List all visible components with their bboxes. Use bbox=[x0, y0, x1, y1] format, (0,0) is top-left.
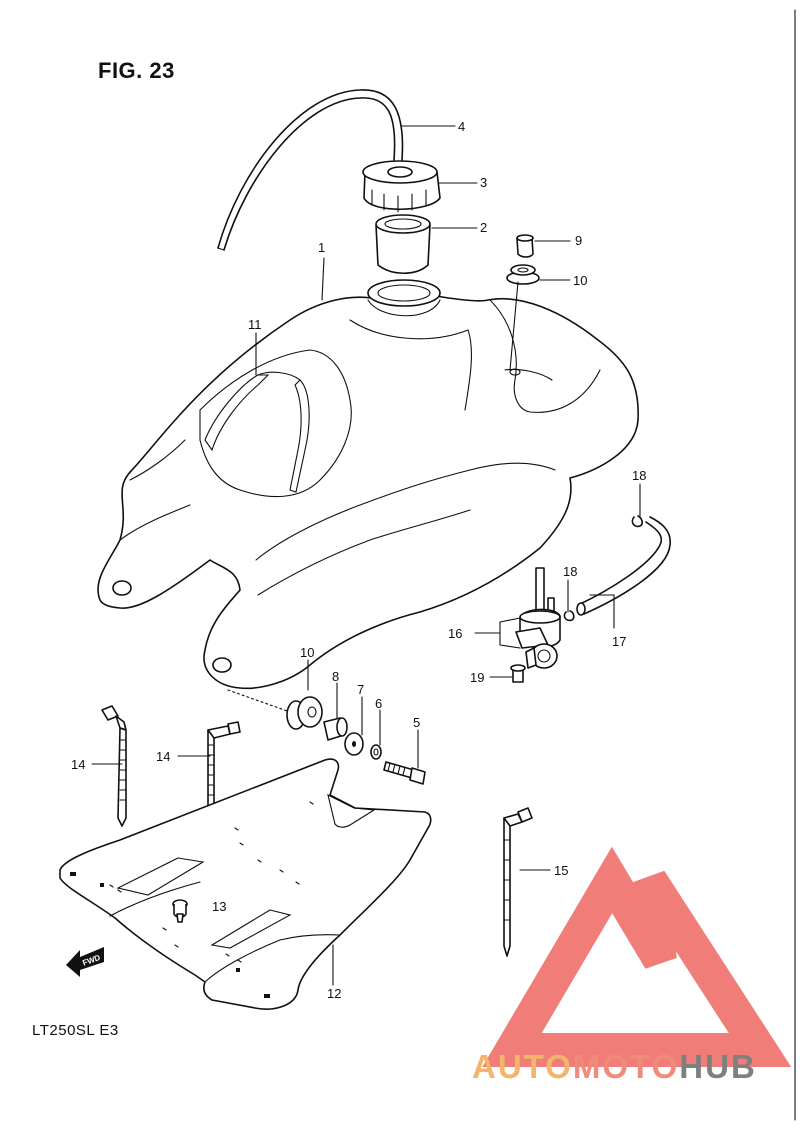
mounting-bolt bbox=[383, 761, 426, 785]
fuel-cap bbox=[362, 160, 441, 213]
washer bbox=[344, 732, 364, 756]
breather-hose bbox=[217, 89, 404, 251]
callout-12: 12 bbox=[327, 986, 342, 1001]
callout-3: 3 bbox=[480, 175, 488, 190]
hose-clip-lower bbox=[563, 610, 575, 622]
callout-13: 13 bbox=[212, 899, 227, 914]
collar bbox=[323, 717, 348, 741]
watermark-auto: AUTO bbox=[472, 1048, 573, 1085]
callout-14-middle: 14 bbox=[156, 749, 171, 764]
watermark-logo bbox=[482, 846, 792, 1067]
fuel-cock-screw bbox=[510, 664, 526, 683]
watermark-moto: MOTO bbox=[572, 1048, 680, 1085]
cable-tie-left bbox=[101, 705, 127, 827]
fuel-hose bbox=[576, 516, 671, 616]
callout-10-upper: 10 bbox=[573, 273, 588, 288]
callout-17: 17 bbox=[612, 634, 627, 649]
callout-4: 4 bbox=[458, 119, 466, 134]
callout-18-lower: 18 bbox=[563, 564, 578, 579]
grommet-lower bbox=[286, 696, 323, 730]
figure-title: FIG. 23 bbox=[98, 58, 175, 83]
callout-2: 2 bbox=[480, 220, 488, 235]
model-code: LT250SL E3 bbox=[32, 1022, 119, 1039]
callout-19: 19 bbox=[470, 670, 485, 685]
callout-11: 11 bbox=[248, 317, 262, 332]
callout-9: 9 bbox=[575, 233, 583, 248]
callout-15: 15 bbox=[554, 863, 569, 878]
grommet-upper bbox=[506, 264, 540, 285]
callout-10-lower: 10 bbox=[300, 645, 315, 660]
push-rivet bbox=[172, 899, 188, 923]
callout-1: 1 bbox=[318, 240, 326, 255]
callout-16: 16 bbox=[448, 626, 463, 641]
callout-7: 7 bbox=[357, 682, 365, 697]
cable-tie-right bbox=[503, 807, 533, 957]
vent-cap bbox=[516, 234, 534, 258]
callout-14-left: 14 bbox=[71, 757, 86, 772]
protector-plate bbox=[59, 758, 432, 1010]
watermark-text: AUTOMOTOHUB bbox=[472, 1048, 757, 1086]
watermark-hub: HUB bbox=[679, 1048, 757, 1085]
callout-5: 5 bbox=[413, 715, 421, 730]
callout-18-upper: 18 bbox=[632, 468, 647, 483]
lock-washer bbox=[370, 744, 382, 760]
filler-neck-gasket bbox=[375, 214, 431, 275]
fwd-arrow bbox=[66, 947, 104, 977]
callout-6: 6 bbox=[375, 696, 383, 711]
leader-lines bbox=[91, 125, 641, 986]
fuel-tank bbox=[97, 279, 639, 690]
fuel-cock bbox=[515, 567, 561, 669]
hose-clip-upper bbox=[631, 515, 643, 528]
callout-8: 8 bbox=[332, 669, 340, 684]
